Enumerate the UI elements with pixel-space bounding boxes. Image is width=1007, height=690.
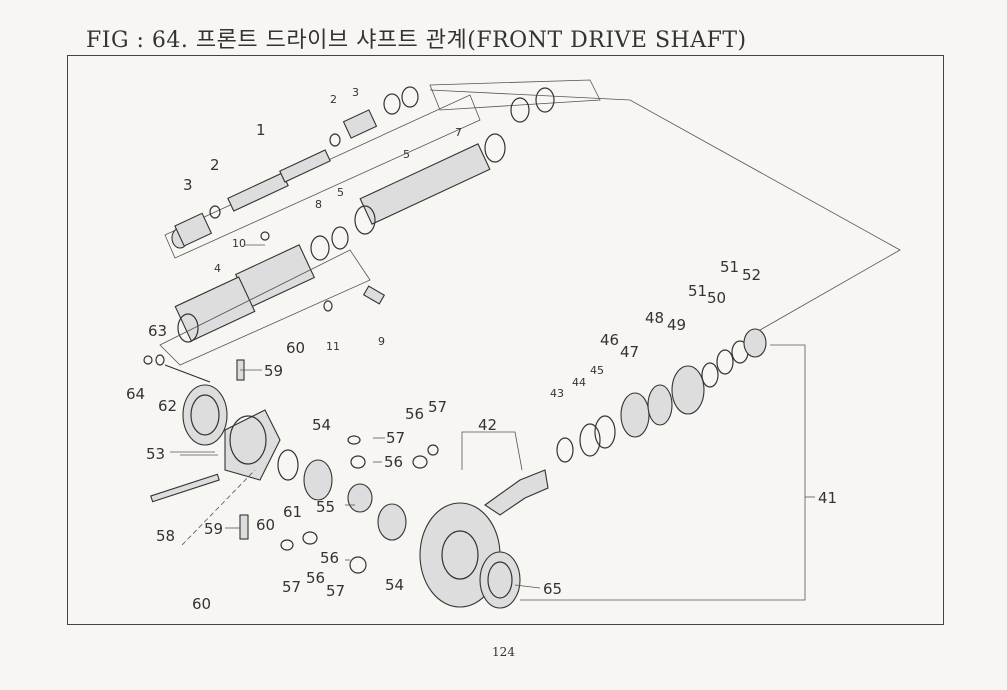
part-label-43: 43: [550, 387, 564, 400]
part-label-42: 42: [478, 416, 497, 434]
part-label-63: 63: [148, 322, 167, 340]
part-label-50: 50: [707, 289, 726, 307]
part-label-54: 54: [312, 416, 331, 434]
part-label-1: 1: [256, 121, 266, 139]
part-label-57: 57: [326, 582, 345, 600]
part-label-54: 54: [385, 576, 404, 594]
part-label-47: 47: [620, 343, 639, 361]
part-label-60: 60: [192, 595, 211, 613]
part-label-3: 3: [183, 176, 193, 194]
part-label-4: 4: [214, 262, 221, 275]
part-label-60: 60: [256, 516, 275, 534]
part-label-56: 56: [320, 549, 339, 567]
part-label-3: 3: [352, 86, 359, 99]
part-label-2: 2: [330, 93, 337, 106]
part-label-8: 8: [315, 198, 322, 211]
part-label-41: 41: [818, 489, 837, 507]
part-label-2: 2: [210, 156, 220, 174]
part-label-59: 59: [204, 520, 223, 538]
part-label-52: 52: [742, 266, 761, 284]
part-label-11: 11: [326, 340, 340, 353]
part-label-53: 53: [146, 445, 165, 463]
part-label-7: 7: [455, 126, 462, 139]
part-label-51: 51: [720, 258, 739, 276]
part-label-65: 65: [543, 580, 562, 598]
leader-line: [429, 89, 901, 331]
part-label-57: 57: [428, 398, 447, 416]
part-label-58: 58: [156, 527, 175, 545]
part-label-60: 60: [286, 339, 305, 357]
bearing-group: [556, 328, 767, 463]
part-label-9: 9: [378, 335, 385, 348]
part-label-48: 48: [645, 309, 664, 327]
upper-shaft-assembly: [159, 79, 601, 366]
part-label-5: 5: [403, 148, 410, 161]
part-label-55: 55: [316, 498, 335, 516]
part-label-5: 5: [337, 186, 344, 199]
part-label-56: 56: [384, 453, 403, 471]
page-number: 124: [492, 645, 515, 659]
part-label-64: 64: [126, 385, 145, 403]
part-label-57: 57: [282, 578, 301, 596]
part-label-44: 44: [572, 376, 586, 389]
part-label-59: 59: [264, 362, 283, 380]
differential-assembly: [143, 354, 439, 574]
part-label-46: 46: [600, 331, 619, 349]
part-label-61: 61: [283, 503, 302, 521]
part-label-56: 56: [306, 569, 325, 587]
part-label-62: 62: [158, 397, 177, 415]
ring-gear-and-pinion: [419, 469, 549, 609]
part-label-49: 49: [667, 316, 686, 334]
part-label-56: 56: [405, 405, 424, 423]
part-label-57: 57: [386, 429, 405, 447]
part-label-10: 10: [232, 237, 246, 250]
part-label-51: 51: [688, 282, 707, 300]
part-label-45: 45: [590, 364, 604, 377]
diagram-frame: [67, 55, 944, 625]
figure-title: FIG : 64. 프론트 드라이브 샤프트 관계(FRONT DRIVE SH…: [86, 28, 747, 53]
bracket-41: [520, 344, 806, 601]
